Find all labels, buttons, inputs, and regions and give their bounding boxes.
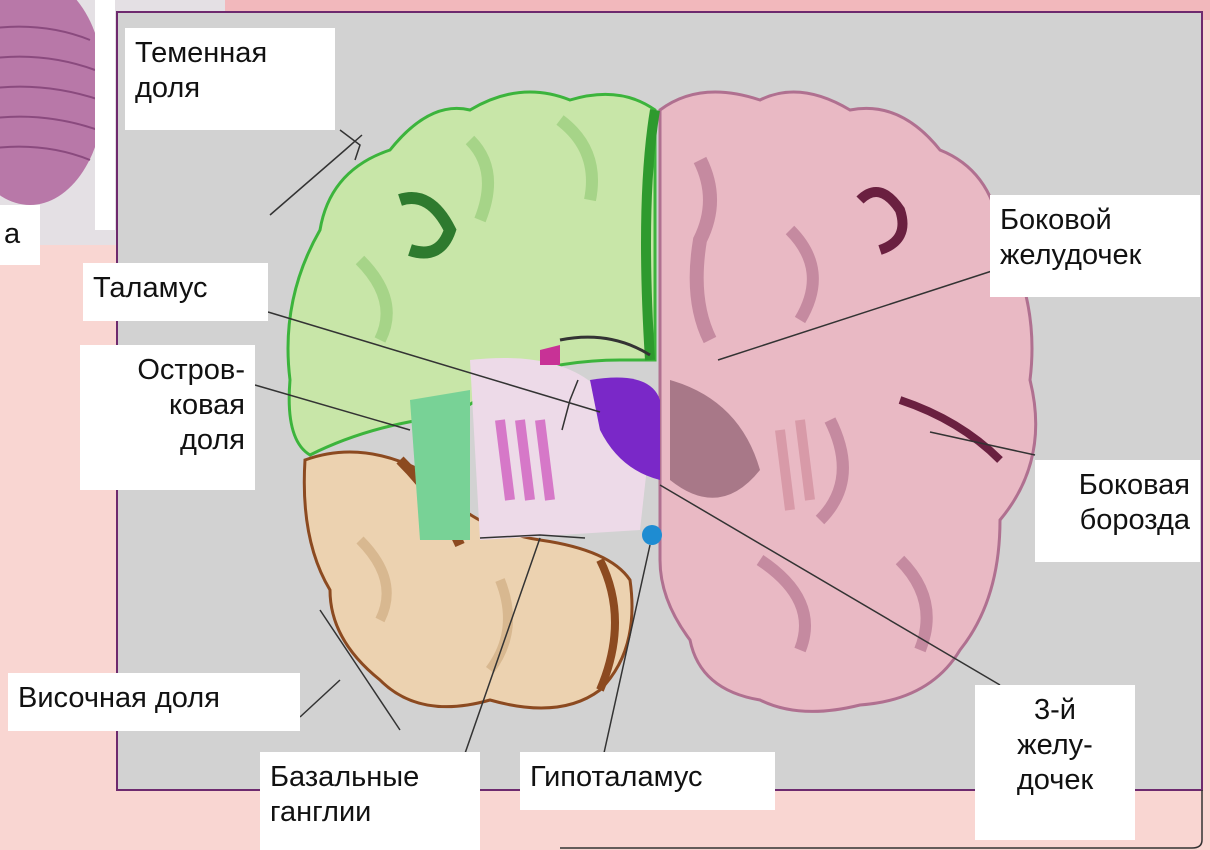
fragment-label: а — [0, 205, 40, 265]
label-lateral-ventricle: Боковой желудочек — [990, 195, 1200, 297]
label-thalamus: Таламус — [83, 263, 268, 321]
right-hemisphere — [660, 92, 1036, 711]
label-parietal-lobe: Теменная доля — [125, 28, 335, 130]
label-temporal-lobe: Височная доля — [8, 673, 300, 731]
label-hypothalamus: Гипоталамус — [520, 752, 775, 810]
label-insular-lobe: Остров- ковая доля — [80, 345, 255, 490]
label-basal-ganglia: Базальные ганглии — [260, 752, 480, 850]
insula-region — [410, 390, 470, 540]
hypothalamus-region — [642, 525, 662, 545]
label-lateral-sulcus: Боковая борозда — [1035, 460, 1200, 562]
label-third-ventricle: 3-й желу- дочек — [975, 685, 1135, 840]
